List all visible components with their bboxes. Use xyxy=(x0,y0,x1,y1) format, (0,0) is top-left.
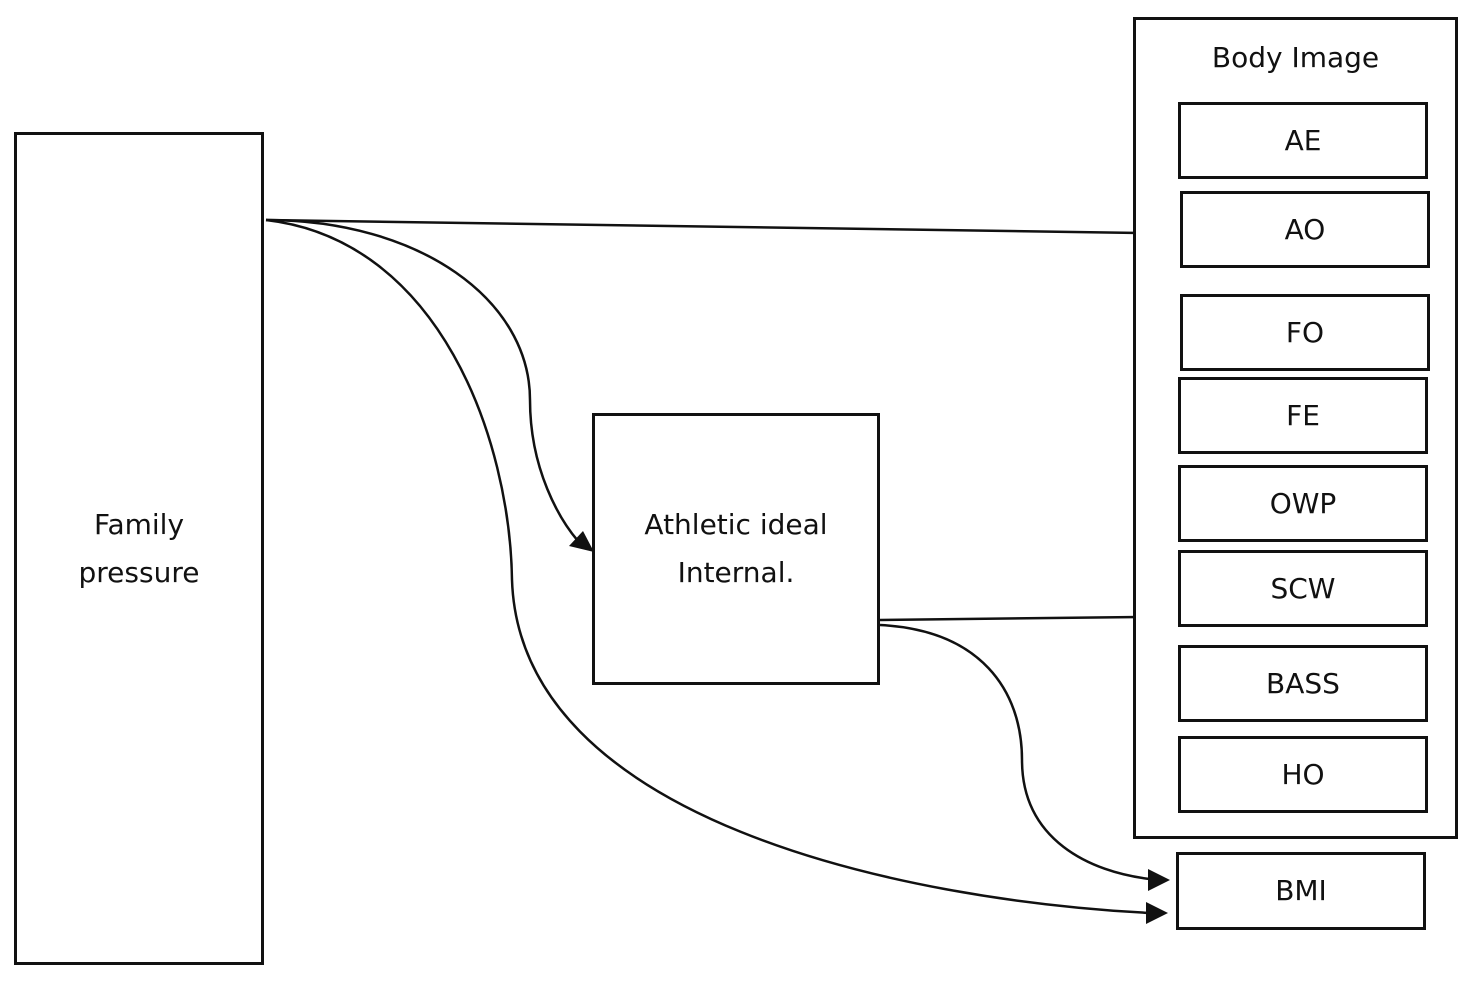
bmi-box: BMI xyxy=(1176,852,1426,930)
athletic-ideal-label: Athletic ideal Internal. xyxy=(644,501,827,597)
edge-athletic-to-bmi xyxy=(879,623,1151,881)
body-image-item-ho: HO xyxy=(1178,736,1428,813)
family-pressure-box: Family pressure xyxy=(14,132,264,965)
family-pressure-line2: pressure xyxy=(78,555,200,589)
family-pressure-line1: Family xyxy=(93,507,185,541)
edge-athletic-to-body-image xyxy=(879,615,1141,622)
body-image-item-fo: FO xyxy=(1180,294,1430,371)
body-image-title: Body Image xyxy=(1211,41,1380,74)
athletic-ideal-line1: Athletic ideal xyxy=(644,508,828,541)
athletic-ideal-box: Athletic ideal Internal. xyxy=(592,413,880,685)
body-image-item-fe: FE xyxy=(1178,377,1428,454)
athletic-ideal-line2: Internal. xyxy=(677,556,795,589)
family-pressure-label: Family pressure xyxy=(79,501,200,597)
arrowhead-family-to-bmi xyxy=(1146,902,1168,924)
arrowhead-family-to-athletic-ideal xyxy=(569,531,594,552)
body-image-item-ao: AO xyxy=(1180,191,1430,268)
edge-family-to-body-image xyxy=(265,218,1141,235)
edge-family-to-athletic-ideal xyxy=(265,218,579,542)
body-image-item-scw: SCW xyxy=(1178,550,1428,627)
arrowhead-athletic-to-bmi xyxy=(1148,869,1170,891)
body-image-item-ae: AE xyxy=(1178,102,1428,179)
body-image-item-bass: BASS xyxy=(1178,645,1428,722)
body-image-item-owp: OWP xyxy=(1178,465,1428,542)
